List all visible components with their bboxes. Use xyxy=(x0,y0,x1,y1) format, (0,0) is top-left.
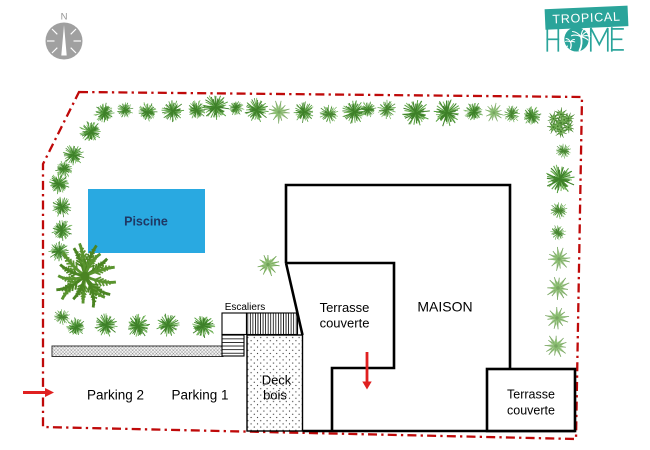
svg-text:couverte: couverte xyxy=(320,316,370,331)
svg-text:Terrasse: Terrasse xyxy=(507,388,555,402)
svg-text:couverte: couverte xyxy=(507,404,555,418)
svg-text:bois: bois xyxy=(263,388,287,403)
svg-text:Parking 1: Parking 1 xyxy=(171,388,228,403)
svg-text:Escaliers: Escaliers xyxy=(225,302,266,313)
svg-text:N: N xyxy=(61,12,68,23)
svg-text:Piscine: Piscine xyxy=(124,215,168,229)
svg-text:TROPICAL: TROPICAL xyxy=(552,9,621,26)
svg-text:Deck: Deck xyxy=(262,373,292,388)
svg-text:Terrasse: Terrasse xyxy=(320,300,370,315)
svg-text:MAISON: MAISON xyxy=(417,298,472,314)
svg-text:Parking 2: Parking 2 xyxy=(87,388,144,403)
